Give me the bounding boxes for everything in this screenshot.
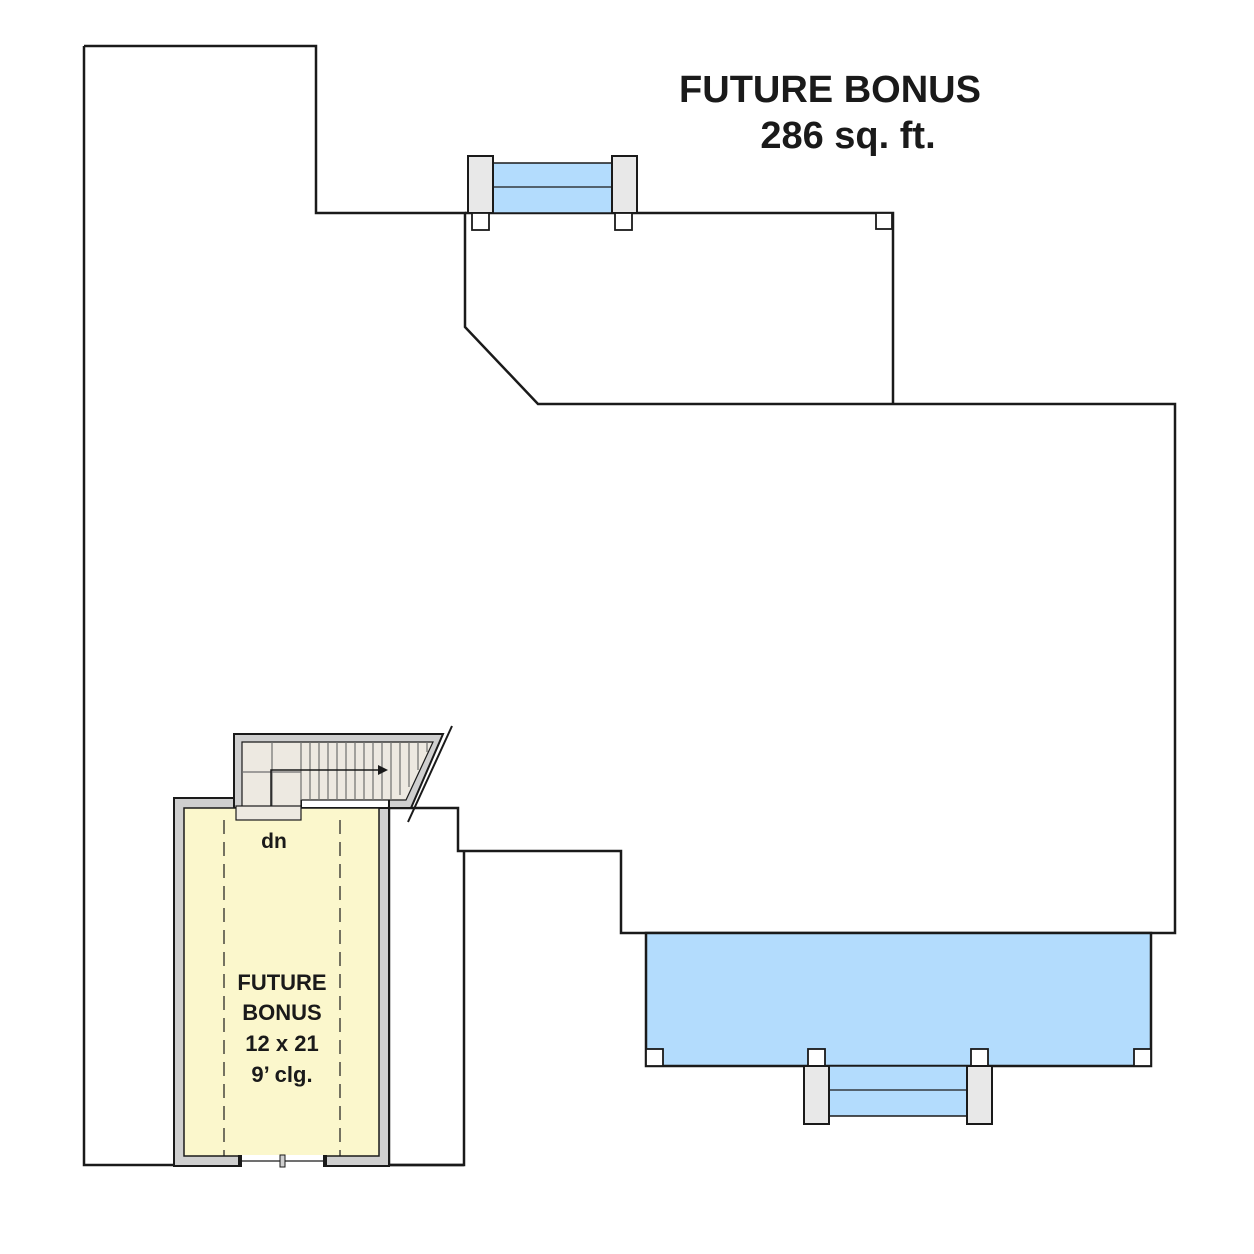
upper-porch-outline [465,211,895,404]
top-window-pillar-left [467,155,494,214]
room-name-line2: BONUS [242,1000,321,1025]
bonus-room-window-mullion [279,1154,286,1168]
stair-treads [242,742,428,808]
house-outline-left [82,46,176,1167]
plan-area: 286 sq. ft. [760,115,935,157]
room-ceiling: 9’ clg. [251,1062,312,1087]
lower-porch-post-left [645,1048,664,1067]
plan-title: FUTURE BONUS [679,69,981,111]
bottom-window-pillar-left [803,1065,830,1125]
lower-porch-post-mid-left [807,1048,826,1067]
lower-porch-post-mid-right [970,1048,989,1067]
bonus-room-window-jamb-right [323,1155,327,1167]
top-window-pillar-right [611,155,638,214]
lower-porch-post-right [1133,1048,1152,1067]
stair-opening [235,805,302,821]
room-name-line1: FUTURE [237,970,326,995]
bottom-window-pillar-right [966,1065,993,1125]
bonus-room-window-jamb-left [238,1155,242,1167]
lower-porch [644,931,1153,1068]
top-window-post-right [614,212,633,231]
stair-arrow-head [378,765,388,775]
upper-porch-post [875,212,893,230]
bottom-window-glass [828,1065,968,1117]
room-dimensions: 12 x 21 [245,1031,318,1056]
top-window-post-left [471,212,490,231]
bonus-room-floor [183,807,380,1157]
top-window-glass [491,162,613,214]
stair-cut-line [407,725,453,823]
stair-label: dn [261,830,287,853]
